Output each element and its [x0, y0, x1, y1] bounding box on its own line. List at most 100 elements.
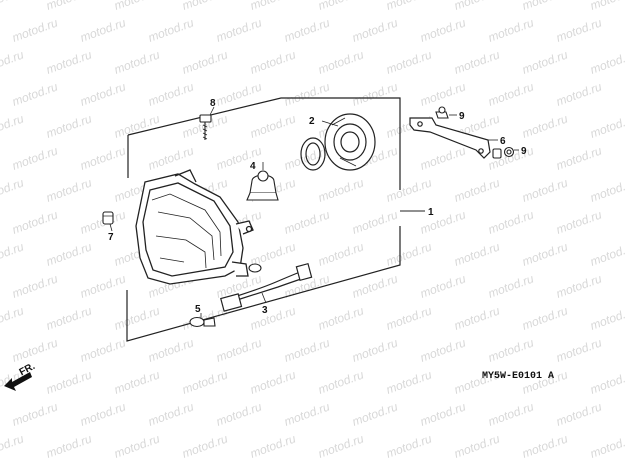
watermark-text: motod.ru — [0, 431, 26, 460]
watermark-text: motod.ru — [78, 335, 128, 364]
watermark-text: motod.ru — [44, 431, 94, 460]
watermark-text: motod.ru — [588, 239, 625, 268]
watermark-text: motod.ru — [180, 367, 230, 396]
watermark-text: motod.ru — [520, 239, 570, 268]
watermark-text: motod.ru — [0, 0, 26, 13]
watermark-text: motod.ru — [486, 335, 536, 364]
bolt-part-9-side — [503, 146, 515, 158]
watermark-text: motod.ru — [588, 0, 625, 13]
watermark-text: motod.ru — [10, 15, 60, 44]
watermark-text: motod.ru — [0, 47, 26, 76]
watermark-text: motod.ru — [78, 15, 128, 44]
watermark-text: motod.ru — [214, 335, 264, 364]
watermark-text: motod.ru — [350, 271, 400, 300]
watermark-text: motod.ru — [554, 143, 604, 172]
watermark-text: motod.ru — [486, 79, 536, 108]
watermark-text: motod.ru — [452, 303, 502, 332]
watermark-text: motod.ru — [452, 239, 502, 268]
watermark-text: motod.ru — [44, 0, 94, 13]
watermark-text: motod.ru — [316, 175, 366, 204]
watermark-text: motod.ru — [282, 399, 332, 428]
callout-2: 2 — [309, 116, 315, 127]
watermark-text: motod.ru — [520, 175, 570, 204]
watermark-text: motod.ru — [78, 271, 128, 300]
watermark-text: motod.ru — [418, 15, 468, 44]
watermark-text: motod.ru — [384, 175, 434, 204]
watermark-text: motod.ru — [0, 175, 26, 204]
bolt-part-8 — [199, 114, 212, 140]
watermark-text: motod.ru — [146, 143, 196, 172]
callout-6: 6 — [500, 136, 506, 147]
callout-1: 1 — [428, 207, 434, 218]
watermark-text: motod.ru — [418, 399, 468, 428]
watermark-text: motod.ru — [282, 207, 332, 236]
watermark-text: motod.ru — [248, 47, 298, 76]
mounting-bracket — [409, 117, 491, 159]
watermark-text: motod.ru — [112, 303, 162, 332]
watermark-text: motod.ru — [384, 303, 434, 332]
watermark-text: motod.ru — [214, 399, 264, 428]
callout-3: 3 — [262, 305, 268, 316]
watermark-text: motod.ru — [452, 0, 502, 13]
watermark-text: motod.ru — [214, 15, 264, 44]
watermark-text: motod.ru — [44, 239, 94, 268]
watermark-text: motod.ru — [554, 399, 604, 428]
watermark-text: motod.ru — [282, 79, 332, 108]
watermark-text: motod.ru — [350, 399, 400, 428]
callout-9-side: 9 — [521, 146, 527, 157]
watermark-text: motod.ru — [248, 303, 298, 332]
watermark-text: motod.ru — [418, 207, 468, 236]
watermark-text: motod.ru — [78, 399, 128, 428]
watermark-text: motod.ru — [350, 79, 400, 108]
watermark-text: motod.ru — [418, 335, 468, 364]
watermark-text: motod.ru — [588, 303, 625, 332]
watermark-text: motod.ru — [554, 79, 604, 108]
watermark-text: motod.ru — [486, 15, 536, 44]
watermark-text: motod.ru — [214, 143, 264, 172]
watermark-text: motod.ru — [78, 79, 128, 108]
watermark-text: motod.ru — [316, 239, 366, 268]
watermark-text: motod.ru — [112, 47, 162, 76]
watermark-text: motod.ru — [10, 207, 60, 236]
watermark-text: motod.ru — [316, 303, 366, 332]
watermark-text: motod.ru — [10, 335, 60, 364]
headlight-housing — [135, 169, 254, 285]
callout-7: 7 — [108, 232, 114, 243]
watermark-text: motod.ru — [316, 431, 366, 460]
callout-9-top: 9 — [459, 111, 465, 122]
watermark-text: motod.ru — [10, 271, 60, 300]
retaining-spring — [300, 137, 326, 171]
watermark-text: motod.ru — [520, 47, 570, 76]
watermark-text: motod.ru — [316, 47, 366, 76]
watermark-text: motod.ru — [554, 271, 604, 300]
watermark-text: motod.ru — [282, 335, 332, 364]
watermark-text: motod.ru — [112, 431, 162, 460]
watermark-text: motod.ru — [44, 111, 94, 140]
watermark-text: motod.ru — [44, 303, 94, 332]
watermark-text: motod.ru — [180, 303, 230, 332]
watermark-text: motod.ru — [248, 367, 298, 396]
watermark-text: motod.ru — [418, 143, 468, 172]
watermark-text: motod.ru — [384, 367, 434, 396]
watermark-text: motod.ru — [418, 79, 468, 108]
direction-label: FR. — [18, 361, 38, 378]
watermark-text: motod.ru — [316, 367, 366, 396]
watermark-text: motod.ru — [146, 335, 196, 364]
watermark-text: motod.ru — [350, 207, 400, 236]
watermark-text: motod.ru — [146, 399, 196, 428]
callout-4: 4 — [250, 161, 256, 172]
watermark-text: motod.ru — [112, 367, 162, 396]
watermark-text: motod.ru — [44, 367, 94, 396]
wire-harness-part-3 — [220, 262, 313, 312]
watermark-text: motod.ru — [78, 143, 128, 172]
watermark-text: motod.ru — [112, 111, 162, 140]
watermark-text: motod.ru — [0, 111, 26, 140]
watermark-text: motod.ru — [44, 47, 94, 76]
watermark-text: motod.ru — [146, 79, 196, 108]
watermark-text: motod.ru — [486, 271, 536, 300]
watermark-text: motod.ru — [520, 431, 570, 460]
watermark-text: motod.ru — [452, 175, 502, 204]
bulb-part-4 — [246, 162, 279, 201]
